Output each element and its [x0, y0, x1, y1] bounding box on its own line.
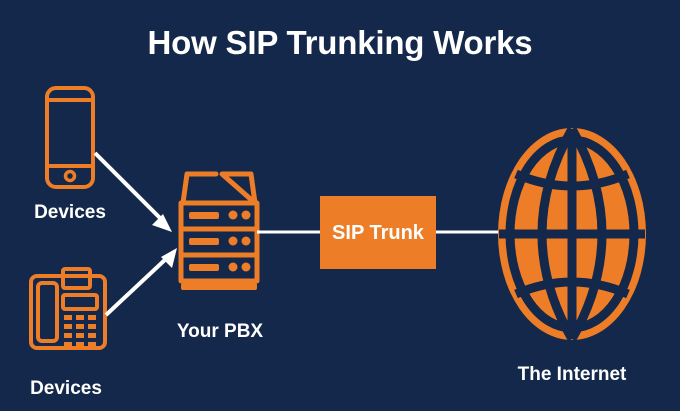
mobile-device-label: Devices [34, 202, 106, 223]
internet-label: The Internet [518, 364, 627, 385]
server-rack-icon [178, 171, 260, 290]
deskphone-device-label: Devices [30, 378, 102, 399]
deskphone-to-pbx-arrow [104, 248, 177, 317]
globe-icon [498, 126, 646, 342]
smartphone-icon [45, 86, 95, 189]
desk-phone-icon [29, 267, 107, 350]
pbx-label: Your PBX [177, 321, 264, 342]
mobile-to-pbx-arrow [93, 151, 172, 232]
sip-trunk-box: SIP Trunk [320, 196, 436, 269]
page-title: How SIP Trunking Works [148, 24, 533, 61]
sip-trunk-label: SIP Trunk [332, 222, 425, 244]
